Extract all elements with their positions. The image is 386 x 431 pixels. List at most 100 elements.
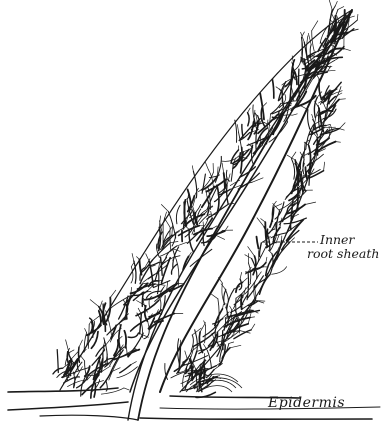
- capillary-twig: [192, 166, 193, 172]
- capillary-branch: [248, 113, 250, 126]
- capillary-twig: [177, 242, 187, 246]
- capillary-branch: [161, 258, 163, 276]
- capillary-branch: [257, 237, 259, 249]
- capillary-twig: [258, 301, 264, 303]
- capillary-twig: [266, 257, 267, 262]
- capillary-branch: [136, 300, 159, 315]
- capillary-twig: [216, 235, 225, 239]
- capillary-twig: [240, 272, 242, 279]
- capillary-twig: [242, 278, 247, 282]
- capillary-branch: [234, 290, 245, 308]
- capillary-branch: [176, 205, 180, 224]
- capillary-branch: [225, 289, 228, 303]
- capillary-twig: [194, 341, 203, 346]
- capillary-twig: [245, 255, 252, 259]
- capillary-twig: [80, 349, 86, 356]
- capillary-twig: [324, 70, 335, 71]
- capillary-twig: [210, 293, 218, 299]
- capillary-twig: [293, 114, 298, 115]
- capillary-twig: [85, 329, 87, 333]
- capillary-twig: [344, 49, 351, 51]
- capillary-twig: [339, 99, 345, 100]
- capillary-twig: [338, 7, 344, 10]
- capillary-twig: [248, 108, 251, 113]
- capillary-twig: [335, 1, 337, 6]
- capillary-branch: [111, 325, 116, 338]
- capillary-twig: [211, 211, 213, 218]
- capillary-twig: [251, 324, 255, 330]
- capillary-twig: [229, 342, 234, 343]
- capillary-branch: [312, 31, 315, 51]
- capillary-branch: [272, 267, 287, 275]
- capillary-branch: [291, 159, 294, 180]
- capillary-twig: [230, 306, 232, 310]
- capillary-twig: [223, 304, 224, 309]
- capillary-twig: [305, 202, 316, 204]
- capillary-twig: [230, 345, 241, 348]
- capillary-branch: [131, 267, 133, 283]
- capillary-branch: [120, 365, 131, 373]
- capillary-branch: [231, 164, 233, 181]
- follicle-right-wall: [180, 90, 330, 392]
- capillary-twig: [79, 340, 82, 347]
- capillary-twig: [291, 152, 296, 159]
- capillary-twig: [132, 254, 134, 261]
- capillary-twig: [70, 350, 74, 352]
- capillary-branch: [241, 295, 242, 309]
- capillary-branch: [88, 324, 89, 348]
- capillary-branch: [272, 79, 273, 98]
- capillary-twig: [124, 388, 129, 390]
- capillary-twig: [229, 203, 234, 204]
- capillary-twig: [110, 290, 116, 297]
- capillary-twig: [185, 351, 188, 359]
- capillary-branch: [134, 261, 136, 283]
- capillary-twig: [326, 125, 330, 126]
- capillary-twig: [90, 300, 99, 307]
- capillary-twig: [164, 218, 170, 227]
- capillary-branch: [128, 333, 138, 338]
- capillary-twig: [276, 87, 279, 89]
- capillary-branch: [66, 340, 71, 361]
- capillary-branch: [68, 380, 87, 387]
- capillary-twig: [137, 257, 140, 260]
- capillary-twig: [316, 153, 317, 159]
- capillary-branch: [295, 58, 301, 70]
- capillary-branch: [226, 307, 228, 319]
- capillary-branch: [78, 347, 79, 362]
- capillary-twig: [357, 14, 358, 20]
- capillary-network-left: [53, 0, 358, 398]
- capillary-twig: [146, 254, 149, 261]
- capillary-twig: [259, 272, 262, 276]
- epidermis-label: Epidermis: [268, 396, 345, 410]
- capillary-twig: [81, 356, 85, 361]
- capillary-branch: [100, 372, 111, 388]
- capillary-twig: [205, 162, 208, 170]
- capillary-twig: [131, 362, 137, 365]
- capillary-branch: [235, 120, 237, 142]
- capillary-twig: [273, 201, 276, 205]
- capillary-twig: [161, 286, 165, 291]
- inner-root-sheath-label-line2: root sheath: [307, 248, 379, 261]
- capillary-branch: [161, 296, 165, 315]
- capillary-branch: [304, 143, 305, 166]
- capillary-twig: [260, 136, 261, 142]
- capillary-twig: [312, 21, 318, 31]
- capillary-twig: [312, 114, 315, 123]
- capillary-twig: [200, 323, 206, 333]
- capillary-twig: [272, 73, 277, 80]
- capillary-twig: [137, 301, 146, 306]
- capillary-branch: [227, 185, 228, 204]
- capillary-twig: [222, 163, 224, 173]
- capillary-twig: [257, 218, 264, 227]
- inner-root-sheath-label-line1: Inner: [320, 234, 354, 247]
- capillary-twig: [324, 127, 336, 128]
- capillary-twig: [172, 224, 173, 235]
- capillary-branch: [267, 242, 277, 247]
- capillary-branch: [298, 188, 299, 209]
- capillary-twig: [237, 125, 238, 132]
- capillary-branch: [299, 69, 300, 97]
- capillary-branch: [91, 332, 98, 349]
- capillary-twig: [161, 205, 168, 212]
- capillary-twig: [329, 0, 333, 10]
